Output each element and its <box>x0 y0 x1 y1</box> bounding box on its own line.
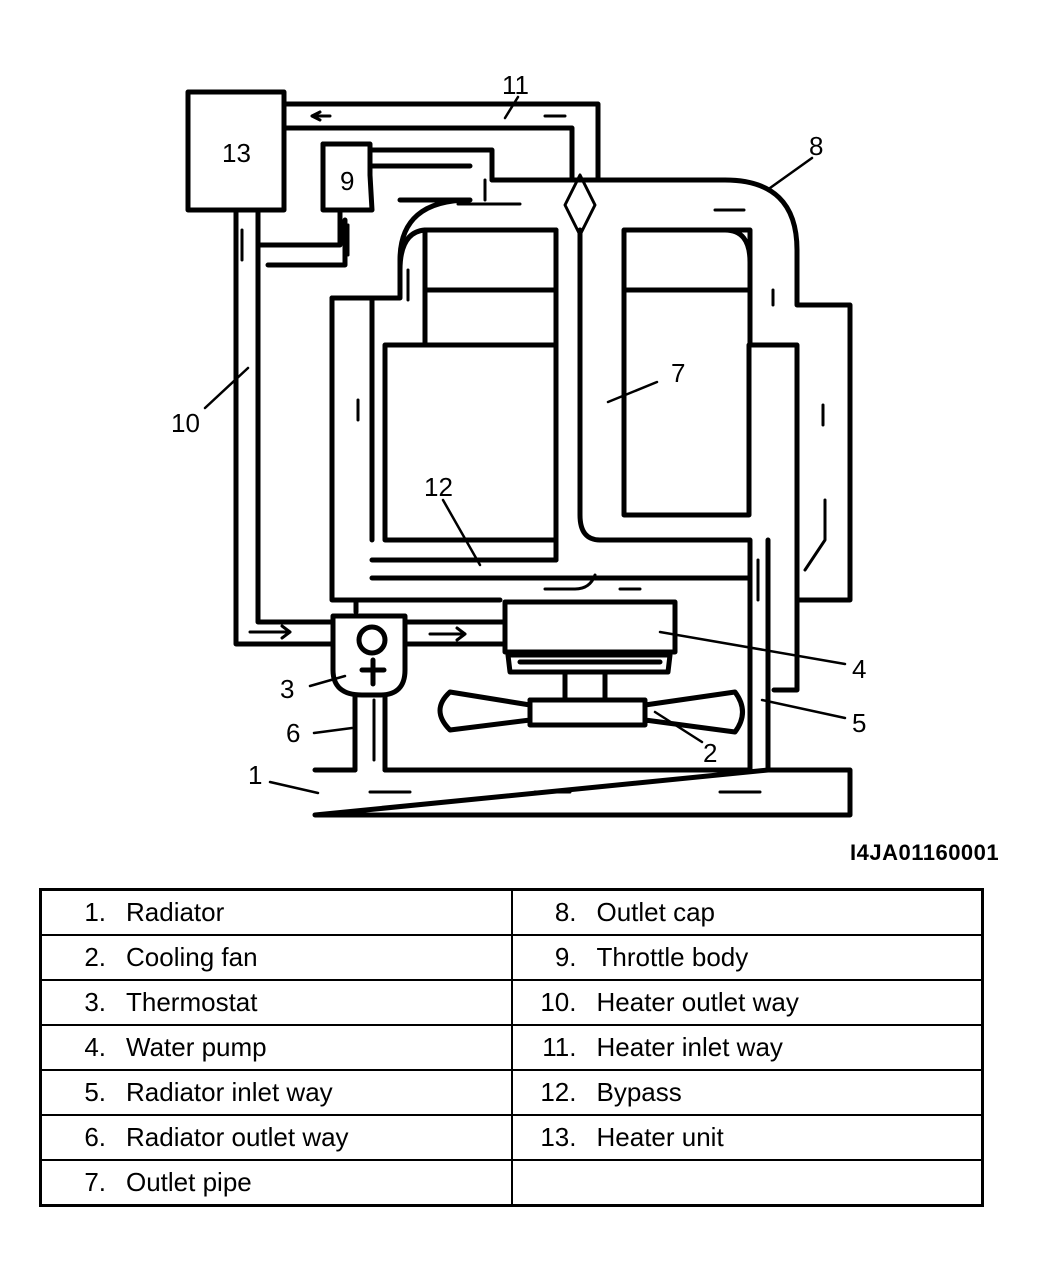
legend-row: 2. Cooling fan 9. Throttle body <box>39 934 984 981</box>
callout-11: 11 <box>502 70 529 100</box>
legend-cell-right: 12. Bypass <box>510 1069 984 1116</box>
water-pump-pulley <box>505 652 673 675</box>
legend-number: 13. <box>540 1122 577 1152</box>
water-pump <box>502 599 678 655</box>
legend-label: Heater unit <box>596 1122 724 1152</box>
legend-number: 3. <box>84 987 106 1017</box>
legend-row: 6. Radiator outlet way 13. Heater unit <box>39 1114 984 1161</box>
outlet-cap <box>397 177 853 693</box>
heater-inlet-way <box>281 101 601 183</box>
heater-outlet-way <box>233 207 348 647</box>
legend-cell-left: 2. Cooling fan <box>39 934 513 981</box>
legend-cell-left: 5. Radiator inlet way <box>39 1069 513 1116</box>
thermostat-cross <box>359 657 387 687</box>
thermostat-to-pump <box>402 619 508 647</box>
callout-6: 6 <box>286 718 300 748</box>
callout-2: 2 <box>703 738 717 768</box>
thermostat <box>356 624 388 656</box>
outlet-pipe <box>553 227 603 563</box>
cooling-system-diagram: 1 2 3 4 5 6 7 8 9 10 11 12 13 <box>171 70 866 818</box>
legend-number: 7. <box>84 1167 106 1197</box>
flow-arrows <box>240 110 827 794</box>
legend-row: 3. Thermostat 10. Heater outlet way <box>39 979 984 1026</box>
legend-cell-left: 6. Radiator outlet way <box>39 1114 513 1161</box>
legend-label: Heater inlet way <box>596 1032 783 1062</box>
legend-number: 4. <box>84 1032 106 1062</box>
water-pump-hub <box>527 669 643 703</box>
bypass-lower <box>597 537 753 563</box>
legend-label: Water pump <box>126 1032 267 1062</box>
radiator <box>312 767 853 818</box>
legend-label: Outlet pipe <box>126 1167 252 1197</box>
legend-label: Outlet cap <box>596 897 716 927</box>
legend-number: 9. <box>554 942 577 972</box>
legend-label: Cooling fan <box>126 942 258 972</box>
legend-cell-left: 4. Water pump <box>39 1024 513 1071</box>
legend-label: Throttle body <box>596 942 749 972</box>
legend-label: Thermostat <box>126 987 258 1017</box>
legend-cell-left: 3. Thermostat <box>39 979 513 1026</box>
left-head-inner <box>329 227 428 301</box>
callout-5: 5 <box>852 708 866 738</box>
legend-number: 6. <box>84 1122 106 1152</box>
callout-7: 7 <box>671 358 685 388</box>
throttle-body-pipe <box>320 141 495 183</box>
legend-cell-right: 11. Heater inlet way <box>510 1024 984 1071</box>
callout-8: 8 <box>809 131 823 161</box>
callout-13: 13 <box>222 138 251 168</box>
legend-label: Bypass <box>596 1077 682 1107</box>
legend-label: Radiator outlet way <box>126 1122 349 1152</box>
legend-cell-left: 1. Radiator <box>39 888 513 936</box>
legend-cell-right: 9. Throttle body <box>510 934 984 981</box>
right-head <box>621 227 800 603</box>
left-head <box>329 227 559 603</box>
legend-label: Radiator inlet way <box>126 1077 333 1107</box>
legend-row: 7. Outlet pipe <box>39 1159 984 1207</box>
callout-12: 12 <box>424 472 453 502</box>
legend-number: 5. <box>84 1077 106 1107</box>
legend-number: 8. <box>554 897 577 927</box>
callout-10: 10 <box>171 408 200 438</box>
bypass <box>353 557 753 615</box>
legend-number: 1. <box>84 897 106 927</box>
legend-cell-left: 7. Outlet pipe <box>39 1159 513 1207</box>
legend-row: 5. Radiator inlet way 12. Bypass <box>39 1069 984 1116</box>
legend-table: 1. Radiator 8. Outlet cap 2. Cooling fan 9. Thr… <box>39 888 984 1207</box>
legend-number: 12. <box>540 1077 577 1107</box>
radiator-inlet-way <box>747 537 771 773</box>
legend-label: Radiator <box>126 897 225 927</box>
throttle-body <box>320 141 375 213</box>
legend-label: Heater outlet way <box>596 987 799 1017</box>
legend-number: 10. <box>540 987 577 1017</box>
legend-row: 1. Radiator 8. Outlet cap <box>39 888 984 936</box>
callout-4: 4 <box>852 654 866 684</box>
legend-cell-right: 13. Heater unit <box>510 1114 984 1161</box>
legend-cell-right: 8. Outlet cap <box>510 888 984 936</box>
callout-3: 3 <box>280 674 294 704</box>
legend-cell-right <box>510 1159 984 1207</box>
legend-number: 11. <box>542 1032 577 1062</box>
legend-row: 4. Water pump 11. Heater inlet way <box>39 1024 984 1071</box>
cooling-fan <box>437 689 745 735</box>
radiator-outlet-way <box>352 692 388 773</box>
callout-1: 1 <box>248 760 262 790</box>
figure-id: I4JA01160001 <box>850 840 1000 865</box>
leader-lines <box>203 95 847 795</box>
legend-number: 2. <box>84 942 106 972</box>
callout-9: 9 <box>340 166 354 196</box>
legend-cell-right: 10. Heater outlet way <box>510 979 984 1026</box>
thermostat-housing <box>330 613 408 698</box>
